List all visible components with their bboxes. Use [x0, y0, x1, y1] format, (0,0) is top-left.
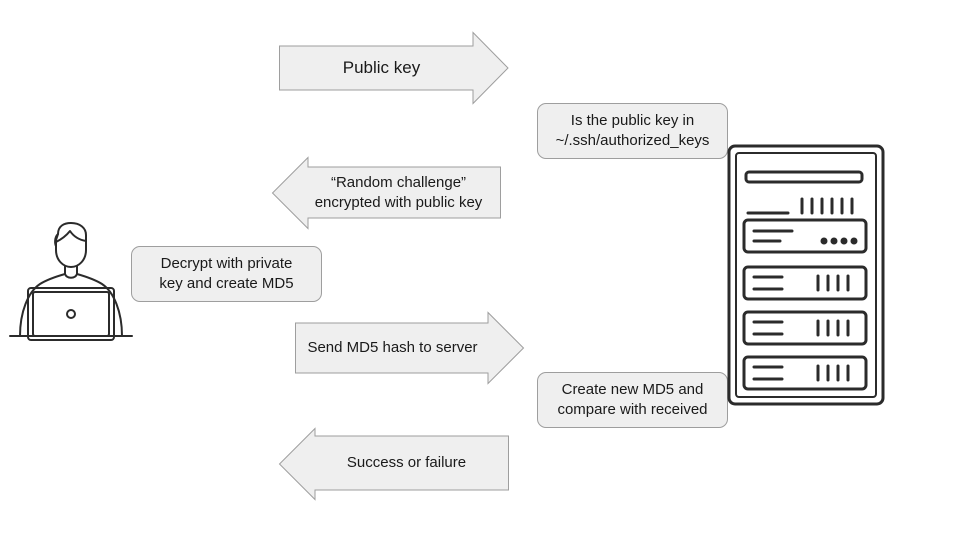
left-arrow-shape [278, 427, 509, 501]
success-failure-arrow: Success or failure [278, 427, 509, 501]
send-md5-arrow: Send MD5 hash to server [295, 311, 525, 385]
decrypt-step-box: Decrypt with private key and create MD5 [131, 246, 322, 302]
authorized-keys-check-line2: ~/.ssh/authorized_keys [555, 132, 710, 149]
random-challenge-line2: encrypted with public key [314, 193, 483, 211]
authorized-keys-check-box: Is the public key in ~/.ssh/authorized_k… [537, 103, 728, 159]
decrypt-step-line2: key and create MD5 [159, 275, 294, 292]
public-key-arrow: Public key [279, 31, 509, 105]
user-with-laptop-icon [8, 222, 134, 346]
public-key-label: Public key [342, 58, 421, 77]
decrypt-step-line1: Decrypt with private [160, 255, 293, 272]
send-md5-label: Send MD5 hash to server [307, 339, 478, 356]
random-challenge-line1: “Random challenge” [330, 173, 467, 191]
success-failure-label: Success or failure [346, 454, 467, 471]
compare-md5-line1: Create new MD5 and [561, 381, 704, 398]
random-challenge-arrow: “Random challenge” encrypted with public… [271, 156, 501, 230]
authorized-keys-check-line1: Is the public key in [570, 112, 695, 129]
right-arrow-shape [279, 31, 509, 105]
random-challenge-label: “Random challenge” encrypted with public… [296, 167, 501, 218]
server-rack-icon [726, 143, 886, 407]
right-arrow-shape [295, 311, 525, 385]
compare-md5-box: Create new MD5 and compare with received [537, 372, 728, 428]
compare-md5-line2: compare with received [557, 401, 708, 418]
left-arrow-shape [271, 156, 501, 230]
